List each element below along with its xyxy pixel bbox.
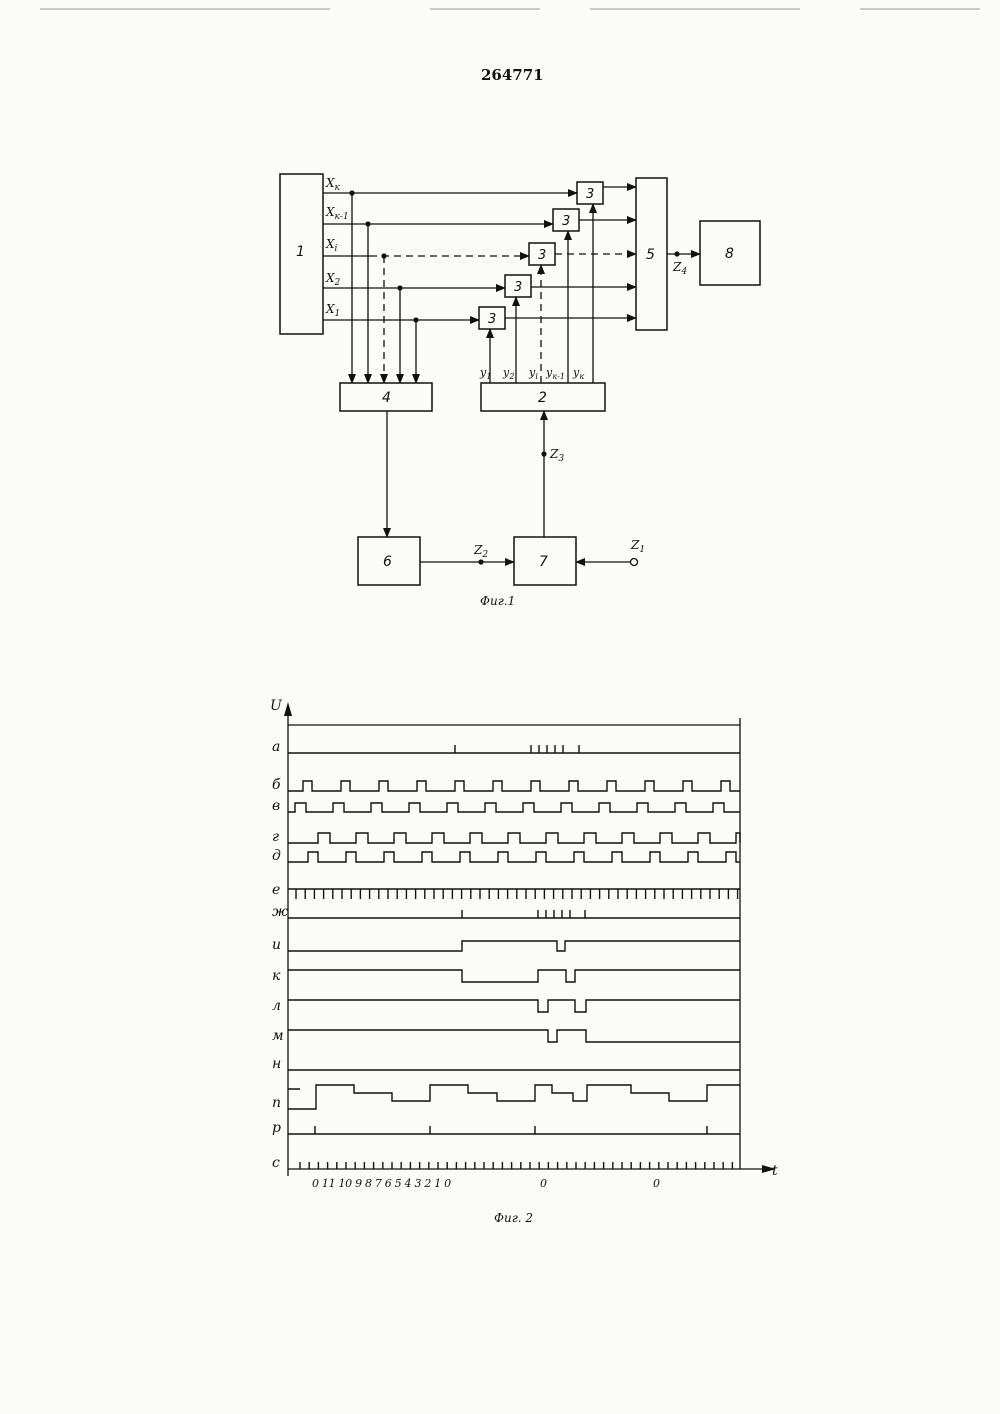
block-3-i-label: 3 [538,248,546,263]
fig2-y-axis-label: U [270,698,283,714]
fig2-zero-label-b: 0 [653,1177,660,1190]
block-3-2-label: 3 [514,280,522,295]
fig1-block-diagram: 1 5 8 4 2 6 7 3 3 3 [280,174,760,608]
trace-row-2 [288,781,740,791]
block-4-label: 4 [382,390,391,406]
row-label-11: м [272,1028,284,1044]
trace-row-3 [288,803,740,812]
row-label-2: б [272,777,281,793]
trace-row-13 [288,1085,740,1109]
row-label-7: ж [272,904,288,920]
row-label-12: н [272,1056,281,1072]
trace-row-10 [288,1000,740,1012]
fig2-count-labels: 0 11 10 9 8 7 6 5 4 3 2 1 0 [312,1177,451,1190]
block-7-label: 7 [539,554,548,570]
label-x1: X1 [325,302,340,319]
scan-edge [0,0,1000,20]
trace-row-8 [288,941,740,951]
trace-row-5 [288,852,740,862]
row-label-10: л [272,998,281,1014]
block-6-label: 6 [383,554,392,570]
label-x2: X2 [325,271,341,288]
row-label-5: д [272,848,281,864]
trace-row-9 [288,970,740,982]
row-label-4: г [272,829,279,845]
label-xi: Xi [325,237,338,254]
label-yk: ук [572,366,584,381]
block-1-label: 1 [296,244,305,260]
row-label-13: п [272,1095,281,1111]
row-label-14: р [272,1120,281,1136]
fig1-caption: Фиг.1 [480,594,515,608]
fig2-timing-diagram: U t а бвгд еж иклмн пр с 0 11 10 9 8 7 6 5 4 … [270,698,778,1225]
row-label-3: в [272,798,280,814]
fig2-caption: Фиг. 2 [494,1211,533,1225]
label-z4: Z4 [672,260,687,277]
label-xk: Xк [325,176,341,193]
row-label-15: с [272,1155,280,1171]
trace-row-1 [288,745,740,753]
label-y2: у2 [502,366,514,381]
block-3-k-label: 3 [586,187,594,202]
fig2-x-axis-label: t [772,1163,778,1179]
label-z2: Z2 [473,543,488,560]
fig2-zero-label-a: 0 [540,1177,547,1190]
trace-row-14 [288,1126,740,1134]
label-xk-1: Xк-1 [325,205,349,222]
trace-row-6 [288,889,740,899]
trace-row-4 [288,833,740,843]
trace-row-15 [300,1162,732,1169]
label-yi: уi [528,366,538,381]
label-z3: Z3 [549,447,564,464]
block-3-1-label: 3 [488,312,496,327]
block-5-label: 5 [646,247,655,263]
block-8-label: 8 [725,246,734,262]
block-2-label: 2 [538,390,547,406]
label-yk-1: ук-1 [545,366,565,381]
row-label-6: е [272,882,280,898]
trace-row-7 [288,910,740,918]
row-label-1: а [272,739,280,755]
label-z1: Z1 [630,538,645,555]
row-label-9: к [272,968,281,984]
block-3-k-minus-1-label: 3 [562,214,570,229]
row-label-8: и [272,937,281,953]
trace-row-11 [288,1030,740,1042]
